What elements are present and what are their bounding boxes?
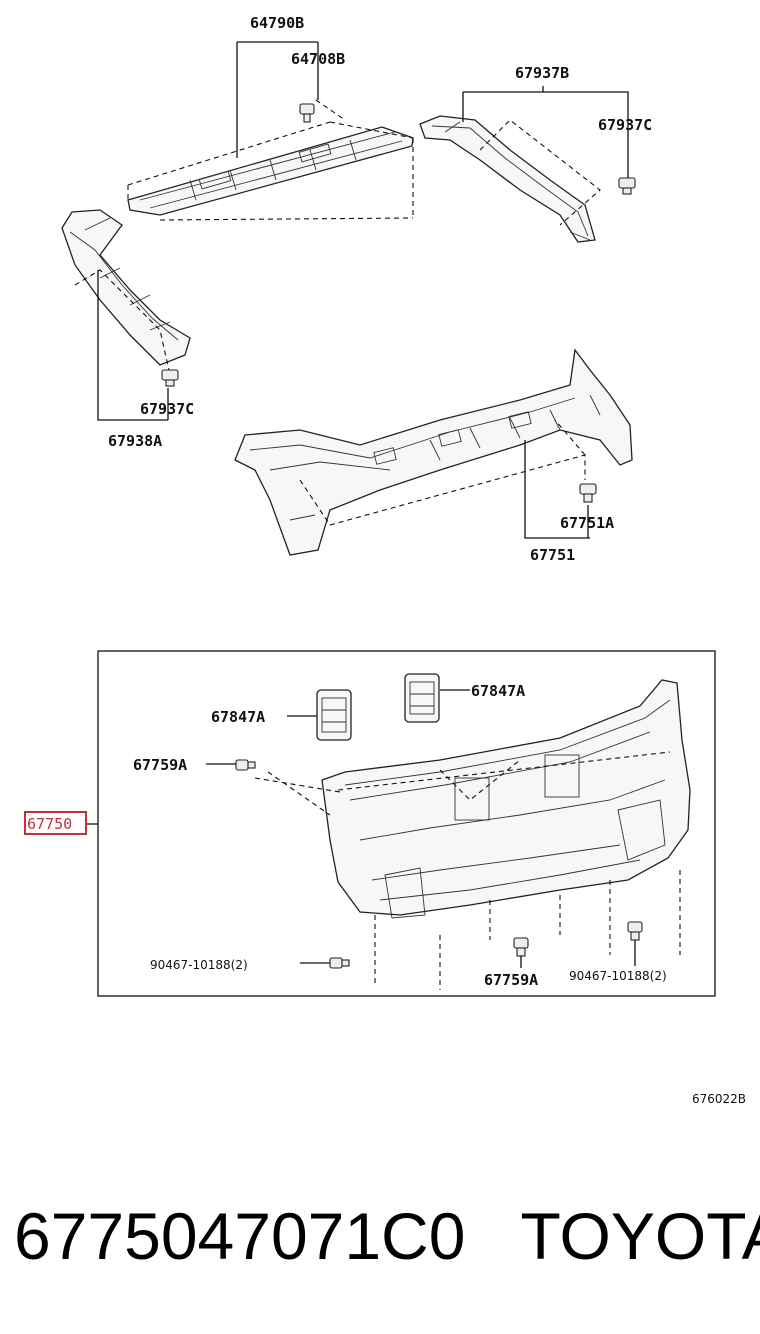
left-pillar-trim-part xyxy=(61,209,191,366)
callout-67847A-right: 67847A xyxy=(471,682,525,700)
back-door-trim-board-part xyxy=(321,679,691,919)
callout-67751: 67751 xyxy=(530,546,575,564)
callout-67759A-bottom: 67759A xyxy=(484,971,538,989)
leader-67938A xyxy=(97,270,169,421)
leader-64790B xyxy=(236,41,319,158)
brand-name: TOYOTA xyxy=(520,1199,760,1273)
leader-67937B xyxy=(462,86,629,178)
diagram-code: 676022B xyxy=(692,1092,746,1106)
callout-64790B: 64790B xyxy=(250,14,304,32)
cover-67847A-right xyxy=(404,673,440,723)
assembly-guide-bottom xyxy=(254,771,681,990)
highlight-box-67750 xyxy=(24,811,87,835)
callout-67937C-left: 67937C xyxy=(140,400,194,418)
clip-90467-left xyxy=(329,957,350,969)
upper-back-door-trim-part xyxy=(127,126,414,216)
callout-90467-right: 90467-10188(2) xyxy=(569,969,667,983)
callout-67847A-left: 67847A xyxy=(211,708,265,726)
footer-caption: 6775047071C0 TOYOTA xyxy=(14,1198,760,1274)
clip-67751A xyxy=(579,483,597,503)
clip-90467-right xyxy=(627,921,643,941)
callout-67938A: 67938A xyxy=(108,432,162,450)
clip-67937C-right xyxy=(618,177,636,195)
clip-64708B xyxy=(299,103,315,123)
assembly-guide-mid xyxy=(299,419,586,526)
right-pillar-trim-part xyxy=(419,115,596,243)
part-number: 6775047071C0 xyxy=(14,1199,466,1273)
callout-67937C-right: 67937C xyxy=(598,116,652,134)
callout-64708B: 64708B xyxy=(291,50,345,68)
callout-90467-left: 90467-10188(2) xyxy=(150,958,248,972)
clip-67937C-left xyxy=(161,369,179,387)
callout-67751A: 67751A xyxy=(560,514,614,532)
assembly-guide-left xyxy=(74,269,171,376)
assembly-guide-right xyxy=(479,119,601,226)
leader-67751 xyxy=(524,440,590,539)
assembly-guide-top-panel xyxy=(337,751,671,801)
clip-guide-line xyxy=(315,99,346,121)
cover-67847A-left xyxy=(316,689,352,741)
clip-67759A-bottom xyxy=(513,937,529,957)
callout-67750: 67750 xyxy=(27,815,72,833)
callout-67937B: 67937B xyxy=(515,64,569,82)
callout-67759A-top: 67759A xyxy=(133,756,187,774)
clip-67759A-top xyxy=(235,759,256,771)
